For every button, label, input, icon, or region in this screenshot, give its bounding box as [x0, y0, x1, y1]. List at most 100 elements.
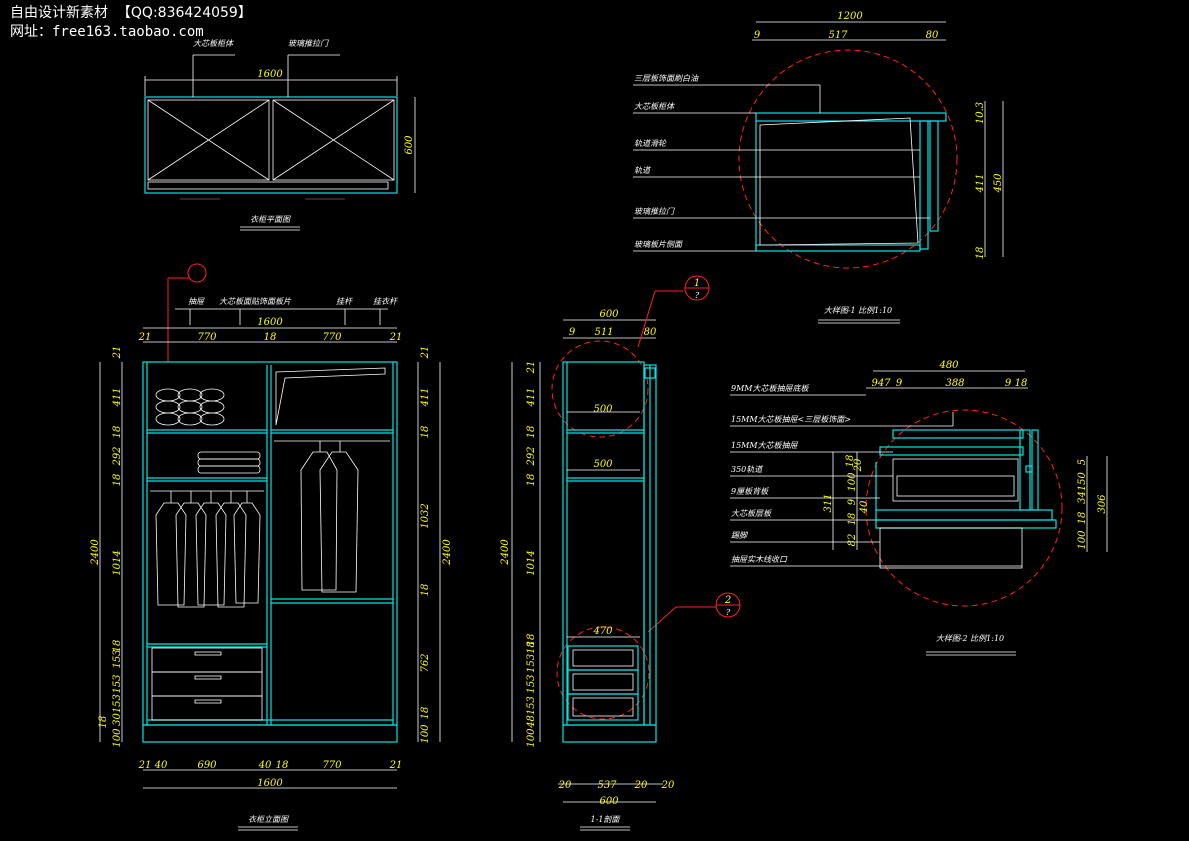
elev-bot-dim-5: 18	[276, 760, 289, 771]
sec-bot-dim-1: 20	[558, 780, 572, 791]
elev-bot-dim-3: 690	[197, 760, 217, 771]
elev-callout-3: 挂杆	[336, 297, 354, 306]
d2-top-dim-3: 388	[945, 378, 964, 389]
sec-bot-dim-4: 20	[661, 780, 675, 791]
elev-left-dim-10: 30153	[112, 694, 123, 726]
detail-2-title: 大样图-2 比例1:10	[936, 634, 1004, 643]
d1-right-dim-3: 18	[975, 247, 986, 260]
elev-right-dim-1: 21	[420, 346, 431, 360]
elev-right-dim-4: 1032	[420, 503, 431, 528]
elevation-title: 衣柜立面图	[248, 815, 289, 824]
sec-left-dim-9: 153	[526, 674, 537, 693]
detail-1-circle	[738, 49, 958, 269]
d2-top-total: 480	[938, 360, 959, 371]
elev-left-dim-5: 18	[112, 474, 123, 487]
sec-left-dim-3: 18	[526, 426, 537, 439]
section-view: 600 9 511 80 1 ? 2 ?	[500, 275, 741, 831]
elev-left-dim-11: 18	[98, 716, 109, 729]
folded-clothes-icon	[197, 451, 261, 474]
d2-right-dim-4: 18	[1077, 512, 1088, 525]
d2-mid-dim-2: 20	[853, 458, 864, 472]
elev-top-total: 1600	[257, 317, 283, 328]
detail-1-view: 1200 9 517 80 三层板饰面刷白油 大芯板柜体 轨道滑轮 轨道 玻璃推…	[633, 11, 1004, 324]
elev-top-dim-2: 770	[197, 332, 217, 343]
sec-marker-1-sub: ?	[695, 291, 700, 300]
elev-right-dim-8: 100	[420, 724, 431, 744]
watermark: 自由设计新素材 【QQ:836424059】 网址：free163.taobao…	[10, 4, 252, 42]
elev-callout-2: 大芯板面贴饰面板片	[219, 297, 292, 306]
d2-mid-dim-4: 311	[823, 493, 834, 512]
sec-shelf-dim-2: 500	[593, 459, 613, 470]
d1-callout-6: 玻璃板片侧面	[634, 240, 684, 249]
d2-mid-dim-6: 40	[859, 500, 870, 514]
sec-left-dim-5: 18	[526, 474, 537, 487]
plan-side-dim: 600	[404, 135, 415, 155]
elev-left-total: 2400	[90, 539, 101, 566]
sec-bot-dim-3: 20	[634, 780, 648, 791]
elev-callout-1: 抽屉	[188, 297, 205, 306]
plan-callout-1: 大芯板柜体	[193, 39, 234, 48]
d2-callout-5: 9厘板背板	[731, 487, 769, 496]
elev-bot-total: 1600	[257, 778, 283, 789]
detail-2-view: 480 947 9 388 9 18 9MM大芯板抽屉底板 15MM大芯板抽屉<…	[730, 360, 1108, 656]
d2-top-dim-1: 947	[871, 378, 891, 389]
sec-left-total: 2400	[500, 539, 511, 566]
elev-right-dim-3: 18	[420, 426, 431, 439]
d2-callout-8: 抽屉实木线收口	[731, 555, 788, 564]
d1-callout-4: 轨道	[634, 166, 651, 175]
d2-mid-dim-5: 9	[847, 498, 858, 505]
d2-callout-7: 踢脚	[731, 531, 749, 540]
sec-bot-total: 600	[599, 796, 619, 807]
sec-marker-2: 2	[724, 595, 731, 606]
d1-right-dim-2: 411	[975, 173, 986, 193]
elev-left-dim-12: 100	[112, 728, 123, 748]
watermark-prefix: 网址：	[10, 24, 52, 40]
elev-bot-dim-1: 21	[138, 760, 152, 771]
d2-callout-6: 大芯板层板	[731, 509, 772, 518]
section-marker-elevation	[187, 263, 207, 283]
d2-right-dim-1: 5	[1077, 459, 1088, 465]
elev-right-dim-7: 18	[420, 707, 431, 720]
d1-callout-1: 三层板饰面刷白油	[634, 74, 699, 83]
d2-top-dim-4: 9	[1005, 378, 1012, 389]
d2-mid-dim-3: 100	[847, 472, 858, 492]
sec-left-dim-11: 100	[526, 728, 537, 748]
sec-left-dim-10: 48153	[526, 696, 537, 729]
elev-top-dim-3: 18	[264, 332, 277, 343]
d2-callout-1: 9MM大芯板抽屉底板	[731, 384, 809, 393]
detail-2-circle	[865, 409, 1063, 607]
sec-marker-2-sub: ?	[726, 608, 731, 617]
d2-mid-dim-8: 82	[847, 534, 858, 547]
d1-top-dim-2: 517	[828, 30, 848, 41]
sec-top-dim-2: 511	[594, 327, 613, 338]
watermark-url: free163.taobao.com	[52, 24, 204, 40]
d1-right-dim-1: 10.3	[975, 102, 986, 124]
elev-right-dim-5: 18	[420, 584, 431, 597]
elev-top-dim-4: 770	[322, 332, 342, 343]
plan-view: 1600 600 大芯板柜体 玻璃推拉门 衣柜平面图	[144, 39, 416, 231]
elev-left-dim-6: 1014	[112, 550, 123, 575]
d1-callout-3: 轨道滑轮	[634, 139, 667, 148]
d2-callout-2: 15MM大芯板抽屉<三层板饰面>	[731, 415, 851, 424]
d1-top-dim-1: 9	[754, 30, 761, 41]
watermark-line1: 自由设计新素材 【QQ:836424059】	[10, 5, 252, 21]
sec-top-total: 600	[599, 309, 619, 320]
section-title: 1-1剖面	[591, 815, 622, 824]
d2-callout-4: 350轨道	[731, 465, 763, 474]
d2-top-dim-5: 18	[1015, 378, 1028, 389]
detail-1-title: 大样图-1 比例1:10	[824, 306, 892, 315]
d1-top-total: 1200	[837, 11, 863, 22]
elev-callout-4: 挂衣杆	[373, 297, 399, 306]
sec-top-dim-1: 9	[569, 327, 576, 338]
elev-top-dim-5: 21	[389, 332, 403, 343]
sec-left-dim-7: 18	[526, 634, 537, 647]
d1-top-dim-3: 80	[926, 30, 939, 41]
elev-left-dim-8: 153	[112, 649, 123, 668]
elev-left-dim-3: 18	[112, 426, 123, 439]
elev-left-dim-7: 18	[112, 640, 123, 653]
sec-bot-dim-2: 537	[597, 780, 617, 791]
d2-mid-dim-1: 18	[845, 455, 856, 468]
sec-left-dim-8: 15318	[526, 641, 537, 673]
d1-callout-2: 大芯板柜体	[634, 102, 675, 111]
detail-circle-2	[556, 626, 650, 720]
